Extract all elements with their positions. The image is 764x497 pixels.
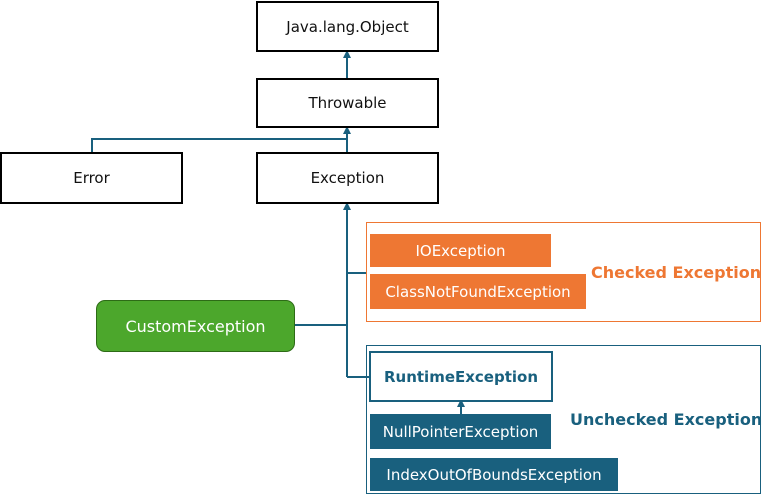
unchecked-exception-label: Unchecked Exception bbox=[570, 410, 763, 429]
node-indexoutofboundsexception: IndexOutOfBoundsException bbox=[370, 458, 618, 491]
node-nullpointerexception: NullPointerException bbox=[370, 414, 551, 449]
line-error-branch bbox=[91, 138, 347, 152]
checked-exception-label: Checked Exception bbox=[591, 263, 762, 282]
node-ioexception: IOException bbox=[370, 234, 551, 267]
unchecked-exception-group bbox=[366, 345, 761, 494]
node-error: Error bbox=[0, 152, 183, 204]
node-runtimeexception: RuntimeException bbox=[369, 351, 553, 402]
node-java-lang-object: Java.lang.Object bbox=[256, 1, 439, 52]
node-exception: Exception bbox=[256, 152, 439, 204]
node-customexception: CustomException bbox=[96, 300, 295, 352]
node-throwable: Throwable bbox=[256, 78, 439, 128]
node-classnotfoundexception: ClassNotFoundException bbox=[370, 274, 586, 309]
checked-exception-group bbox=[366, 222, 761, 322]
